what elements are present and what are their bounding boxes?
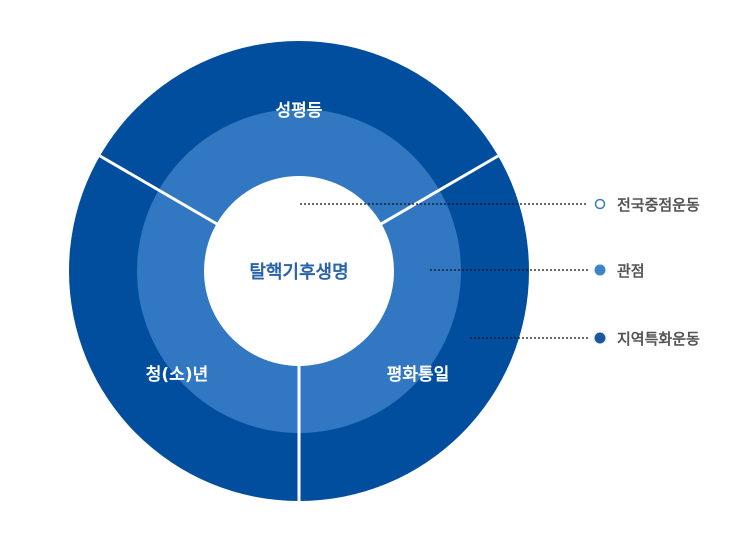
center-label: 탈핵기후생명 bbox=[249, 262, 348, 283]
legend-dark-circle-icon bbox=[594, 332, 606, 344]
segment-label-gender-equality: 성평등 bbox=[276, 101, 323, 121]
divider-upper-right bbox=[380, 154, 499, 226]
segment-label-youth: 청(소)년 bbox=[146, 364, 208, 385]
segment-label-peace-unification: 평화통일 bbox=[387, 365, 450, 385]
divider-upper-left bbox=[99, 154, 218, 226]
legend-label-national: 전국중점운동 bbox=[617, 196, 700, 214]
legend-filled-circle-icon bbox=[594, 264, 606, 276]
legend-label-regional: 지역특화운동 bbox=[617, 330, 700, 348]
center-circle bbox=[204, 176, 394, 366]
legend-label-perspective: 관점 bbox=[617, 262, 645, 280]
legend-open-circle-icon bbox=[594, 198, 606, 210]
